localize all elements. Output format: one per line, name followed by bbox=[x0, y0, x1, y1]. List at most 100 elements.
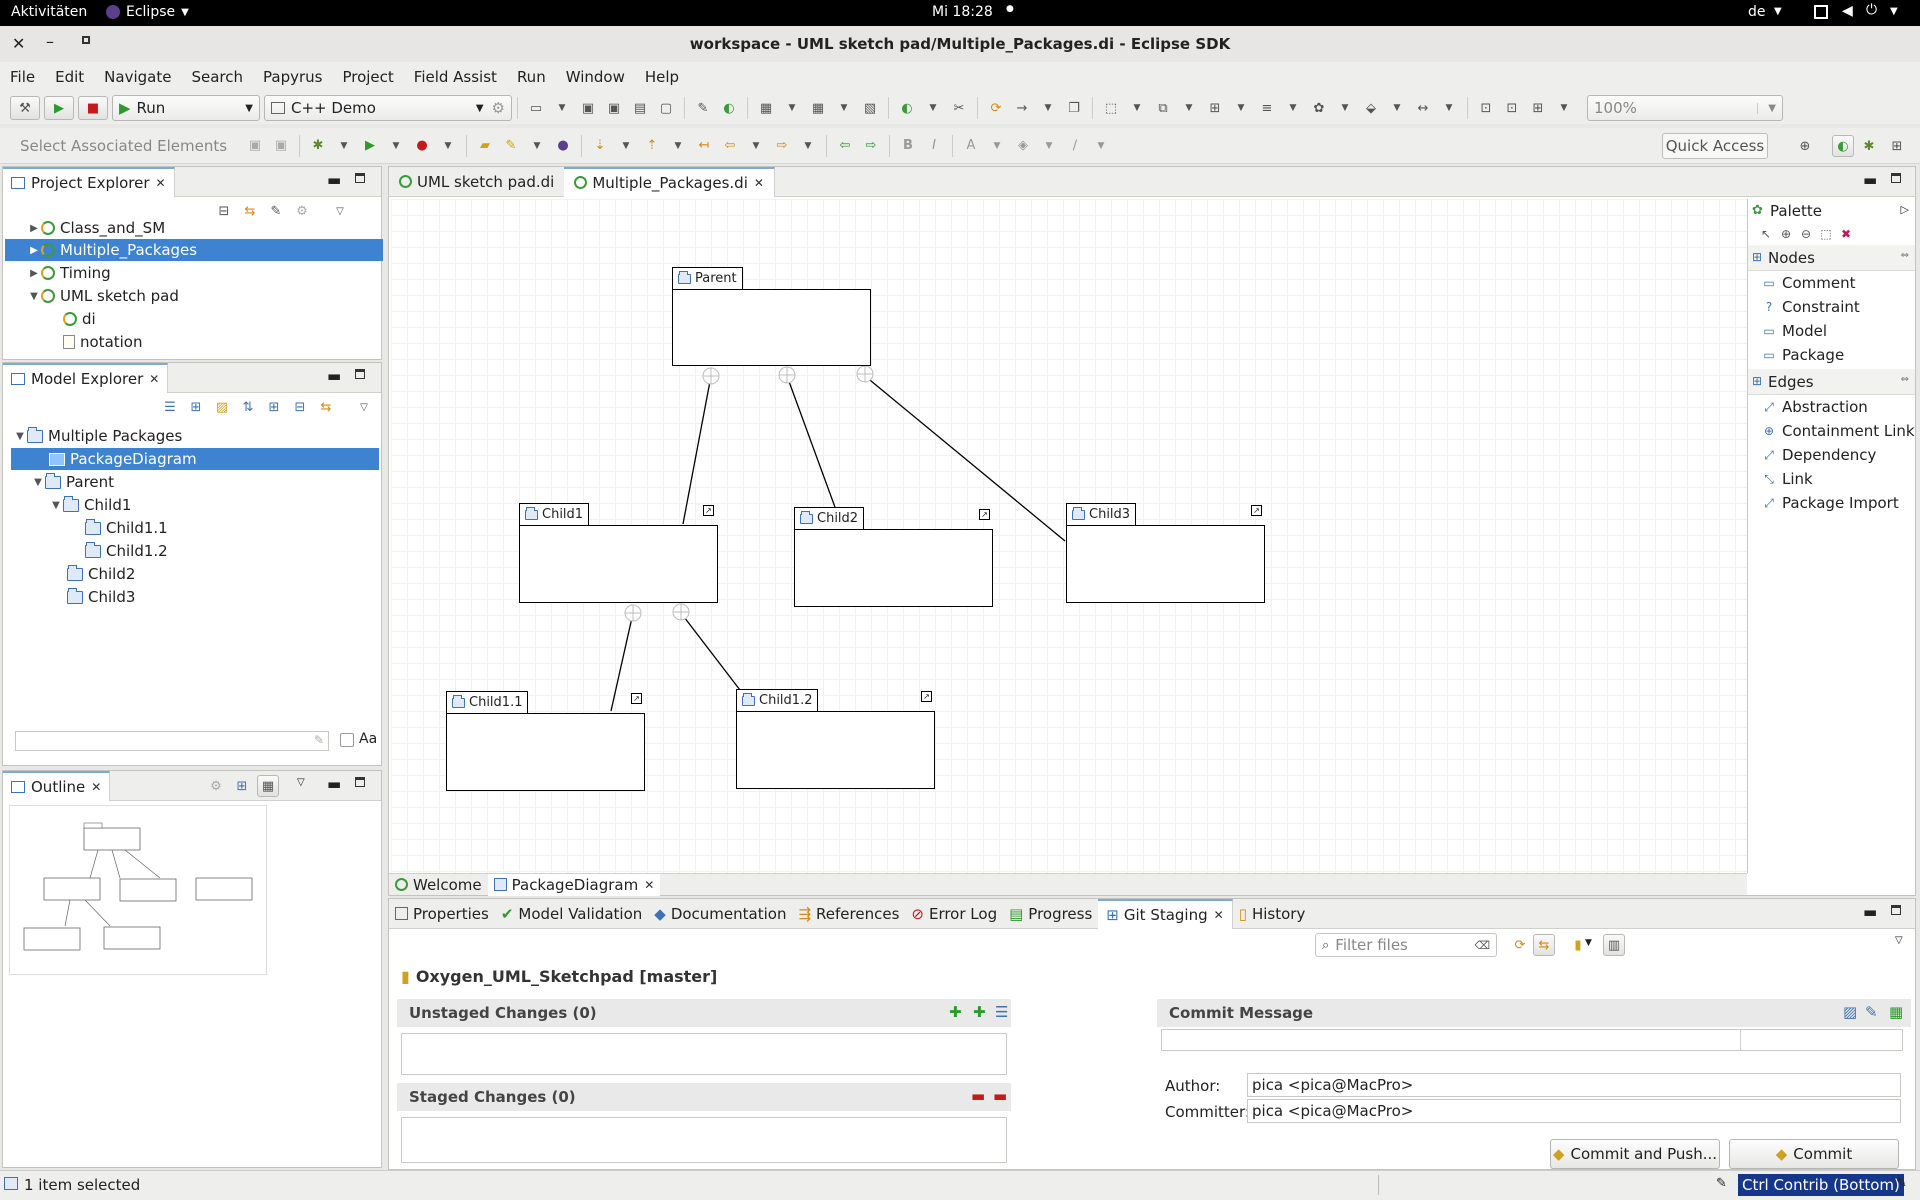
stop-icon[interactable]: ■ bbox=[78, 96, 108, 120]
chevron-down-icon[interactable]: ▼ bbox=[1585, 938, 1592, 948]
sphere-icon[interactable]: ● bbox=[557, 138, 569, 153]
cpp-perspective-icon[interactable]: ⊞ bbox=[1891, 138, 1903, 154]
palette-item-model[interactable]: ▭Model bbox=[1748, 319, 1915, 343]
volume-icon[interactable]: ◀ bbox=[1842, 3, 1853, 19]
zoom-in-icon[interactable]: ⊕ bbox=[1780, 227, 1792, 241]
tree-item[interactable]: di bbox=[63, 308, 96, 330]
expand-all-icon[interactable]: ⊞ bbox=[268, 399, 280, 415]
palette-drawer-edges[interactable]: ⊞ Edges ⇔ bbox=[1748, 369, 1915, 395]
tab-properties[interactable]: Properties bbox=[389, 899, 495, 929]
delete-element-icon[interactable]: ✖ bbox=[1840, 227, 1852, 241]
view-menu-icon[interactable]: ▽ bbox=[297, 777, 305, 788]
close-icon[interactable]: ✕ bbox=[91, 779, 102, 794]
tree-icon[interactable]: ⊞ bbox=[236, 778, 248, 794]
minimize-icon[interactable]: ▬ bbox=[327, 775, 342, 793]
open-perspective-icon[interactable]: ⊕ bbox=[1799, 138, 1811, 154]
menu-navigate[interactable]: Navigate bbox=[104, 68, 172, 86]
remove-icon[interactable]: ▬ bbox=[971, 1087, 986, 1105]
tab-progress[interactable]: ▤Progress bbox=[1003, 899, 1098, 929]
repo-icon[interactable]: ▮ bbox=[1574, 937, 1582, 953]
launch-target-combo[interactable]: C++ Demo ▼ ⚙ bbox=[264, 95, 512, 121]
fill-color-icon[interactable]: ◈ bbox=[1018, 138, 1028, 153]
italic-icon[interactable]: I bbox=[932, 138, 936, 153]
chevron-down-icon[interactable]: ▼ bbox=[1133, 103, 1141, 113]
model-icon[interactable]: ◐ bbox=[901, 100, 913, 116]
tab-uml-sketch-pad[interactable]: UML sketch pad.di bbox=[389, 167, 564, 197]
package-parent[interactable] bbox=[672, 289, 871, 366]
save-icon[interactable]: ▣ bbox=[248, 138, 262, 153]
package-tab-child3[interactable]: Child3 bbox=[1066, 503, 1137, 525]
collapse-arrow-icon[interactable]: ▼ bbox=[16, 430, 24, 442]
chevron-down-icon[interactable]: ▼ bbox=[1341, 103, 1349, 113]
tab-model-explorer[interactable]: Model Explorer ✕ bbox=[3, 362, 169, 393]
external-link-icon[interactable]: ↗ bbox=[631, 693, 642, 704]
maximize-icon[interactable] bbox=[82, 36, 90, 44]
filter-icon[interactable]: ✎ bbox=[270, 203, 282, 219]
route-icon[interactable]: ⬙ bbox=[1366, 100, 1376, 116]
clipboard-icon[interactable]: ▧ bbox=[863, 100, 877, 116]
tree-item[interactable]: ▼Parent bbox=[31, 471, 114, 493]
unstaged-list[interactable] bbox=[401, 1033, 1007, 1075]
add-icon[interactable]: ✚ bbox=[949, 1003, 962, 1021]
search-icon[interactable]: ✎ bbox=[505, 138, 517, 153]
diagram-canvas[interactable]: Parent Child1 ↗ Child2 ↗ Child3 ↗ Child1… bbox=[391, 199, 1747, 873]
chevron-down-icon[interactable]: ▼ bbox=[1393, 103, 1401, 113]
chevron-down-icon[interactable]: ▼ bbox=[1044, 103, 1052, 113]
line-color-icon[interactable]: ∕ bbox=[1072, 138, 1078, 153]
open-folder-icon[interactable]: ▰ bbox=[480, 138, 490, 153]
chevron-down-icon[interactable]: ▼ bbox=[752, 140, 760, 151]
marquee-icon[interactable]: ⬚ bbox=[1820, 227, 1832, 241]
maximize-icon[interactable] bbox=[355, 369, 365, 379]
collapse-all-icon[interactable]: ⊟ bbox=[218, 203, 230, 219]
app-menu[interactable]: Eclipse ▼ bbox=[106, 4, 189, 20]
close-icon[interactable]: ✕ bbox=[644, 877, 655, 892]
tab-documentation[interactable]: ◆Documentation bbox=[648, 899, 792, 929]
tab-outline[interactable]: Outline ✕ bbox=[3, 770, 111, 801]
activities-button[interactable]: Aktivitäten bbox=[11, 4, 88, 20]
maximize-icon[interactable] bbox=[355, 777, 365, 787]
prev-annotation-icon[interactable]: ⇡ bbox=[646, 138, 658, 153]
external-link-icon[interactable]: ↗ bbox=[979, 509, 990, 520]
arrange-icon[interactable]: ⧉ bbox=[1158, 100, 1168, 116]
grid-icon[interactable]: ⊡ bbox=[1480, 100, 1492, 116]
chevron-down-icon[interactable]: ▼ bbox=[804, 140, 812, 151]
menu-papyrus[interactable]: Papyrus bbox=[263, 68, 323, 86]
last-edit-icon[interactable]: ↤ bbox=[698, 138, 710, 153]
palette-item-containment-link[interactable]: ⊕Containment Link bbox=[1748, 419, 1915, 443]
tree-item[interactable]: ▶Timing bbox=[27, 262, 111, 284]
collapse-arrow-icon[interactable]: ▼ bbox=[34, 476, 42, 488]
chevron-down-icon[interactable]: ▼ bbox=[1560, 103, 1568, 113]
select-icon[interactable]: ↖ bbox=[1760, 227, 1772, 241]
outline-thumbnail[interactable] bbox=[9, 805, 267, 975]
close-icon[interactable]: ✕ bbox=[753, 175, 764, 190]
chevron-down-icon[interactable]: ▼ bbox=[558, 103, 566, 113]
view-menu-icon[interactable]: ▽ bbox=[336, 205, 344, 217]
link-selection-icon[interactable]: ⇆ bbox=[1533, 934, 1555, 956]
staged-list[interactable] bbox=[401, 1117, 1007, 1163]
sort-icon[interactable]: ☰ bbox=[995, 1003, 1009, 1021]
chevron-down-icon[interactable]: ▼ bbox=[622, 140, 630, 151]
chevron-down-icon[interactable]: ▼ bbox=[444, 140, 452, 151]
list-icon[interactable]: ☰ bbox=[164, 399, 176, 415]
chevron-down-icon[interactable]: ▼ bbox=[533, 140, 541, 151]
view-menu-icon[interactable]: ▽ bbox=[1895, 935, 1903, 946]
chevron-down-icon[interactable]: ▼ bbox=[674, 140, 682, 151]
refresh-icon[interactable]: ⟳ bbox=[1514, 937, 1526, 953]
palette-item-link[interactable]: ⤡Link bbox=[1748, 467, 1915, 491]
maximize-icon[interactable] bbox=[1891, 905, 1901, 915]
package-child1-2[interactable] bbox=[736, 711, 935, 789]
chevron-down-icon[interactable]: ▼ bbox=[788, 103, 796, 113]
tree-item[interactable]: Child3 bbox=[67, 586, 135, 608]
commit-and-push-button[interactable]: ◆Commit and Push... bbox=[1550, 1139, 1720, 1169]
filter-input[interactable]: ✎ bbox=[15, 731, 329, 751]
tree-item[interactable]: Child1.2 bbox=[85, 540, 168, 562]
menu-window[interactable]: Window bbox=[565, 68, 625, 86]
power-icon[interactable]: ⏻ bbox=[1866, 2, 1878, 18]
tab-model-validation[interactable]: ✔Model Validation bbox=[495, 899, 648, 929]
expand-arrow-icon[interactable]: ▶ bbox=[30, 222, 38, 234]
tab-welcome[interactable]: Welcome bbox=[389, 874, 488, 896]
minimize-icon[interactable]: ▬ bbox=[327, 171, 342, 189]
arrow-left-icon[interactable]: ⇦ bbox=[839, 138, 851, 153]
layer2-icon[interactable]: ▦ bbox=[811, 100, 825, 116]
collapse-arrow-icon[interactable]: ▼ bbox=[30, 290, 38, 302]
